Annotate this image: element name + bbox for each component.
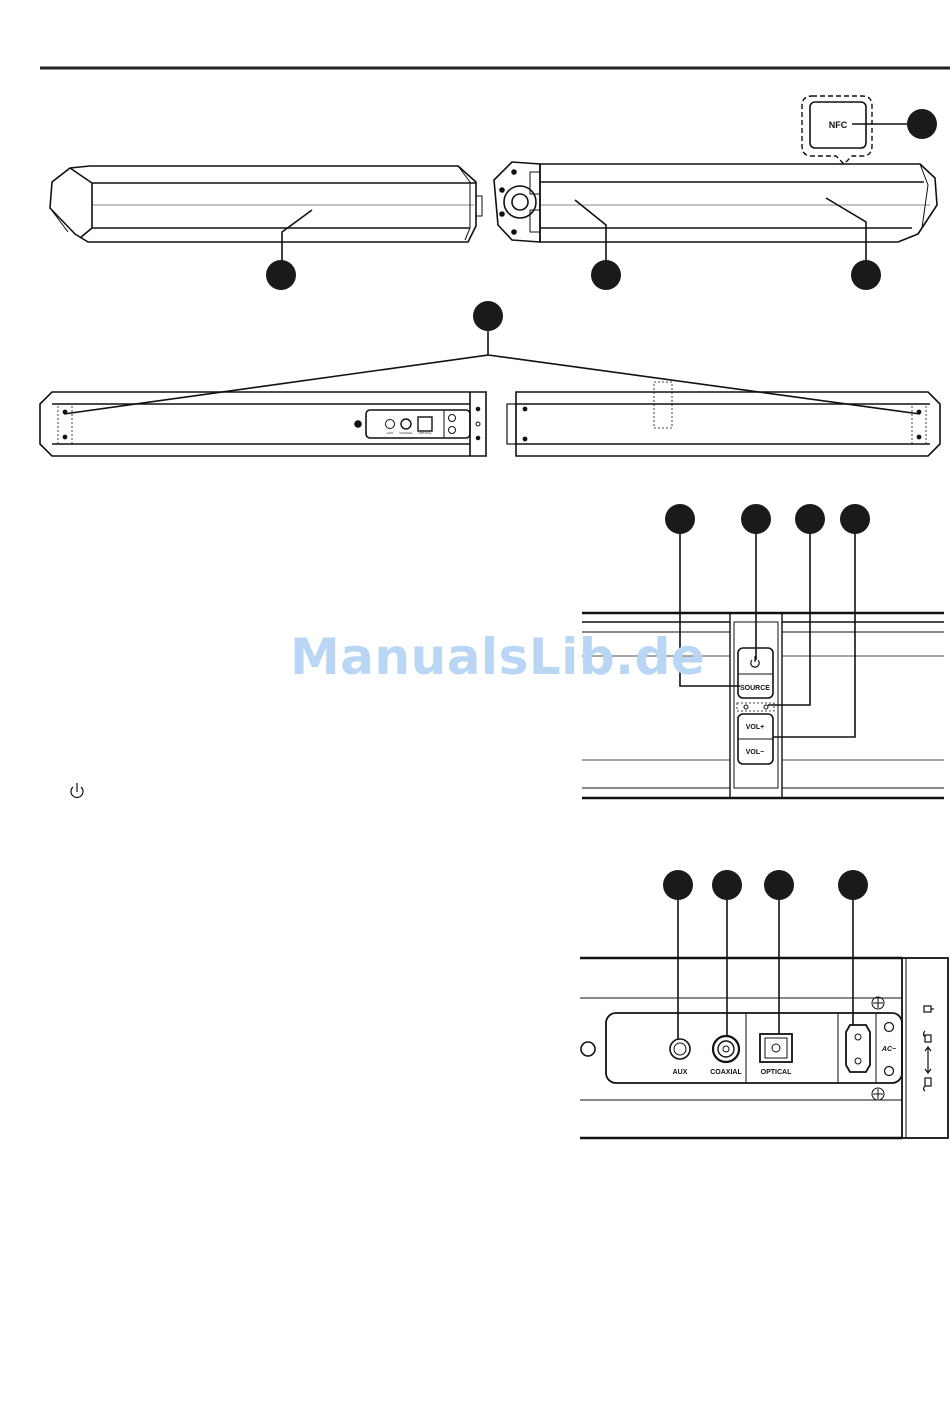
lock-icons xyxy=(924,1006,935,1091)
vol-up-label: VOL+ xyxy=(746,724,764,731)
power-icon xyxy=(71,783,83,797)
nfc-inset: NFC xyxy=(802,96,908,164)
aux-label: AUX xyxy=(673,1069,688,1076)
optical-label: OPTICAL xyxy=(761,1069,792,1076)
callout-dot xyxy=(764,870,794,900)
coaxial-label: COAXIAL xyxy=(710,1069,742,1076)
callout-dot xyxy=(907,109,937,139)
small-coaxial-label: COAXIAL xyxy=(399,431,412,435)
small-optical-label: OPTICAL xyxy=(419,431,432,435)
callout-dot xyxy=(266,260,296,290)
watermark: ManualsLib.de xyxy=(290,628,705,686)
callout-dot xyxy=(591,260,621,290)
small-aux-label: AUX xyxy=(387,431,393,435)
speaker-left-front xyxy=(40,392,486,456)
speaker-right-3d xyxy=(494,162,937,242)
nfc-label: NFC xyxy=(829,120,848,130)
vol-down-label: VOL− xyxy=(746,749,764,756)
callout-dot xyxy=(741,504,771,534)
callout-dot xyxy=(851,260,881,290)
power-icon xyxy=(751,656,759,667)
source-label: SOURCE xyxy=(740,685,770,692)
speaker-left-3d xyxy=(50,166,482,242)
speaker-right-front xyxy=(507,382,940,456)
ac-label: AC~ xyxy=(881,1046,896,1053)
callout-dot xyxy=(795,504,825,534)
callout-dot xyxy=(840,504,870,534)
callout-dot xyxy=(665,504,695,534)
callout-dot xyxy=(712,870,742,900)
callout-dot xyxy=(838,870,868,900)
callout-dot xyxy=(663,870,693,900)
callout-dot xyxy=(473,301,503,331)
